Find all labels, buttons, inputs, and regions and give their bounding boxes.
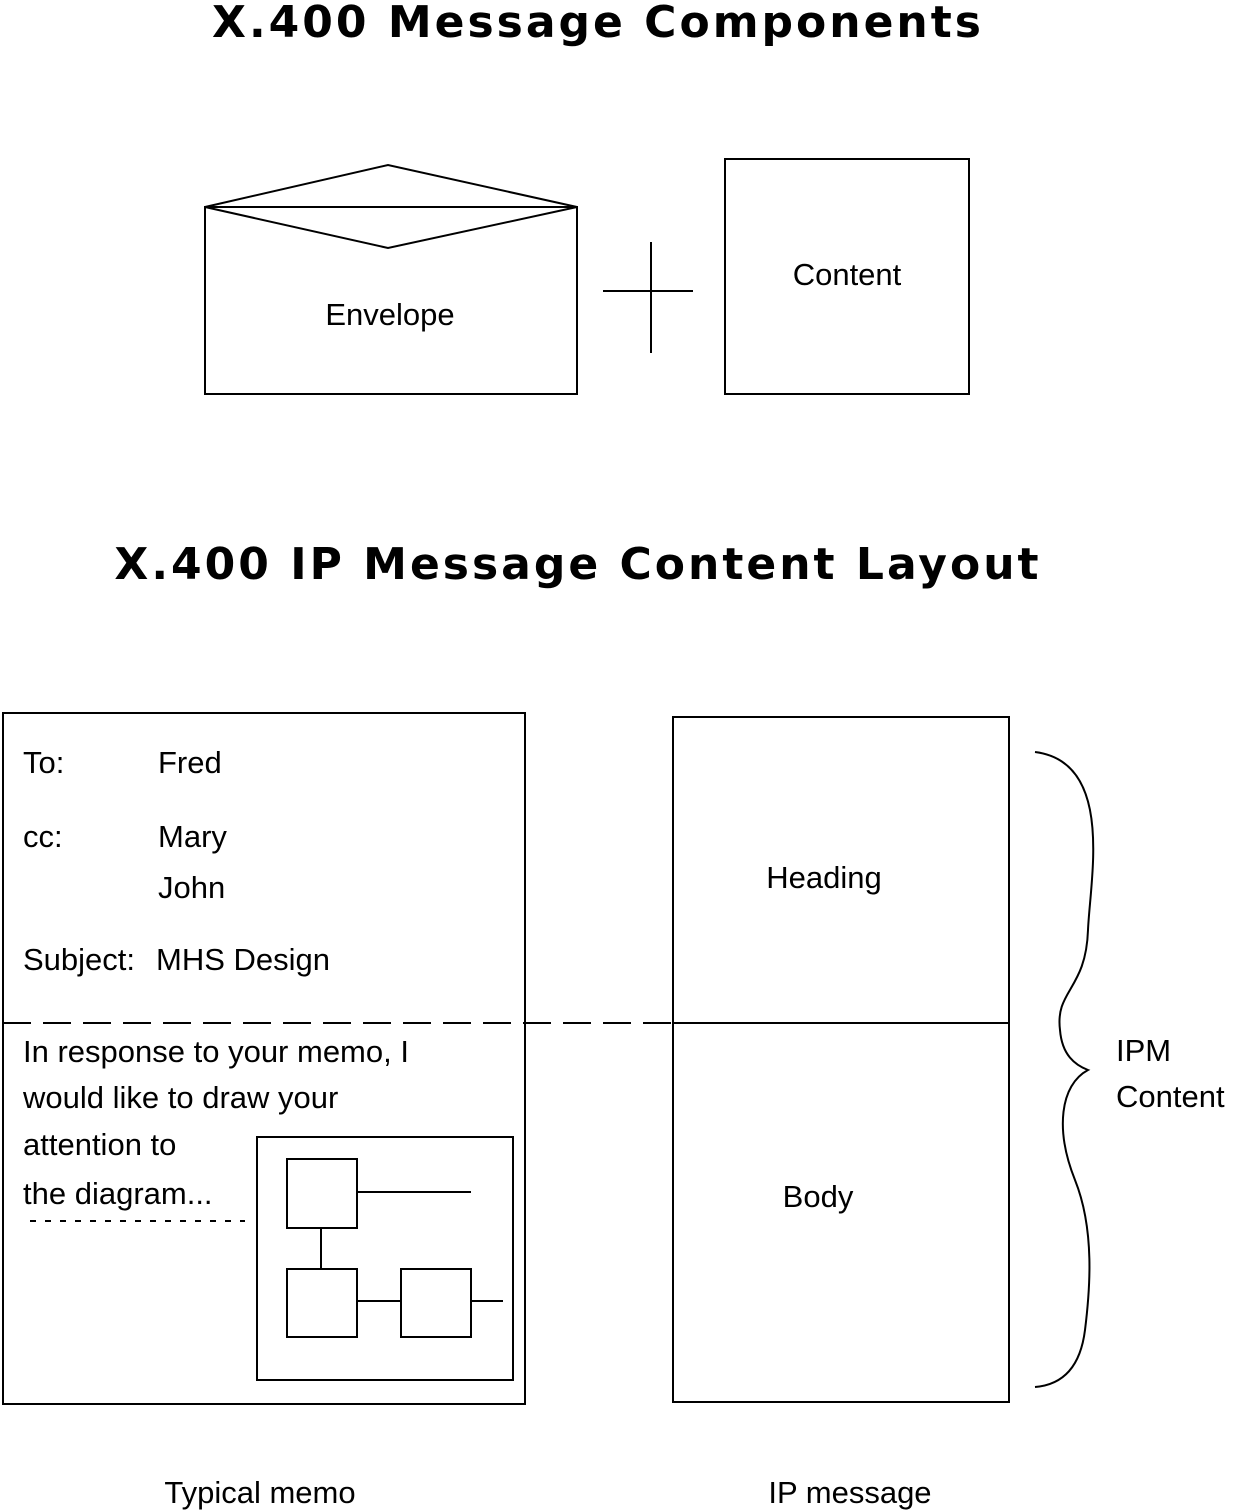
envelope-flap-top <box>204 163 578 208</box>
components-title: X.400 Message Components <box>212 0 984 48</box>
memo-body-line-1: In response to your memo, I <box>23 1034 409 1069</box>
content-label: Content <box>793 257 902 292</box>
embedded-node-top <box>286 1158 358 1229</box>
layout-title: X.400 IP Message Content Layout <box>114 539 1041 590</box>
brace-label-line-2: Content <box>1116 1079 1225 1114</box>
memo-cc-label: cc: <box>23 819 63 854</box>
embedded-node-bottom-left <box>286 1268 358 1338</box>
plus-icon <box>603 242 693 353</box>
envelope-label: Envelope <box>325 297 454 332</box>
ip-body-label: Body <box>783 1179 854 1214</box>
memo-subject-value: MHS Design <box>156 942 330 977</box>
memo-body-line-2: would like to draw your <box>22 1080 338 1115</box>
embedded-node-bottom-right <box>400 1268 472 1338</box>
memo-to-value: Fred <box>158 745 222 780</box>
memo-body-line-3: attention to <box>23 1127 176 1162</box>
envelope-icon <box>204 163 578 395</box>
memo-subject-label: Subject: <box>23 942 135 977</box>
envelope-flap-bottom <box>204 206 578 250</box>
ip-message-box <box>672 716 1010 1403</box>
memo-to-label: To: <box>23 745 64 780</box>
brace-label-line-1: IPM <box>1116 1033 1171 1068</box>
ip-heading-label: Heading <box>766 860 881 895</box>
embedded-frame <box>256 1136 514 1381</box>
ip-message-caption: IP message <box>768 1475 931 1510</box>
memo-body-line-4: the diagram... <box>23 1176 213 1211</box>
content-box <box>724 158 970 395</box>
memo-caption: Typical memo <box>164 1475 355 1510</box>
memo-cc-value-2: John <box>158 870 225 905</box>
ipm-content-brace <box>1034 751 1095 1388</box>
memo-embedded-diagram <box>256 1136 514 1381</box>
memo-box <box>2 712 526 1405</box>
memo-cc-value-1: Mary <box>158 819 227 854</box>
